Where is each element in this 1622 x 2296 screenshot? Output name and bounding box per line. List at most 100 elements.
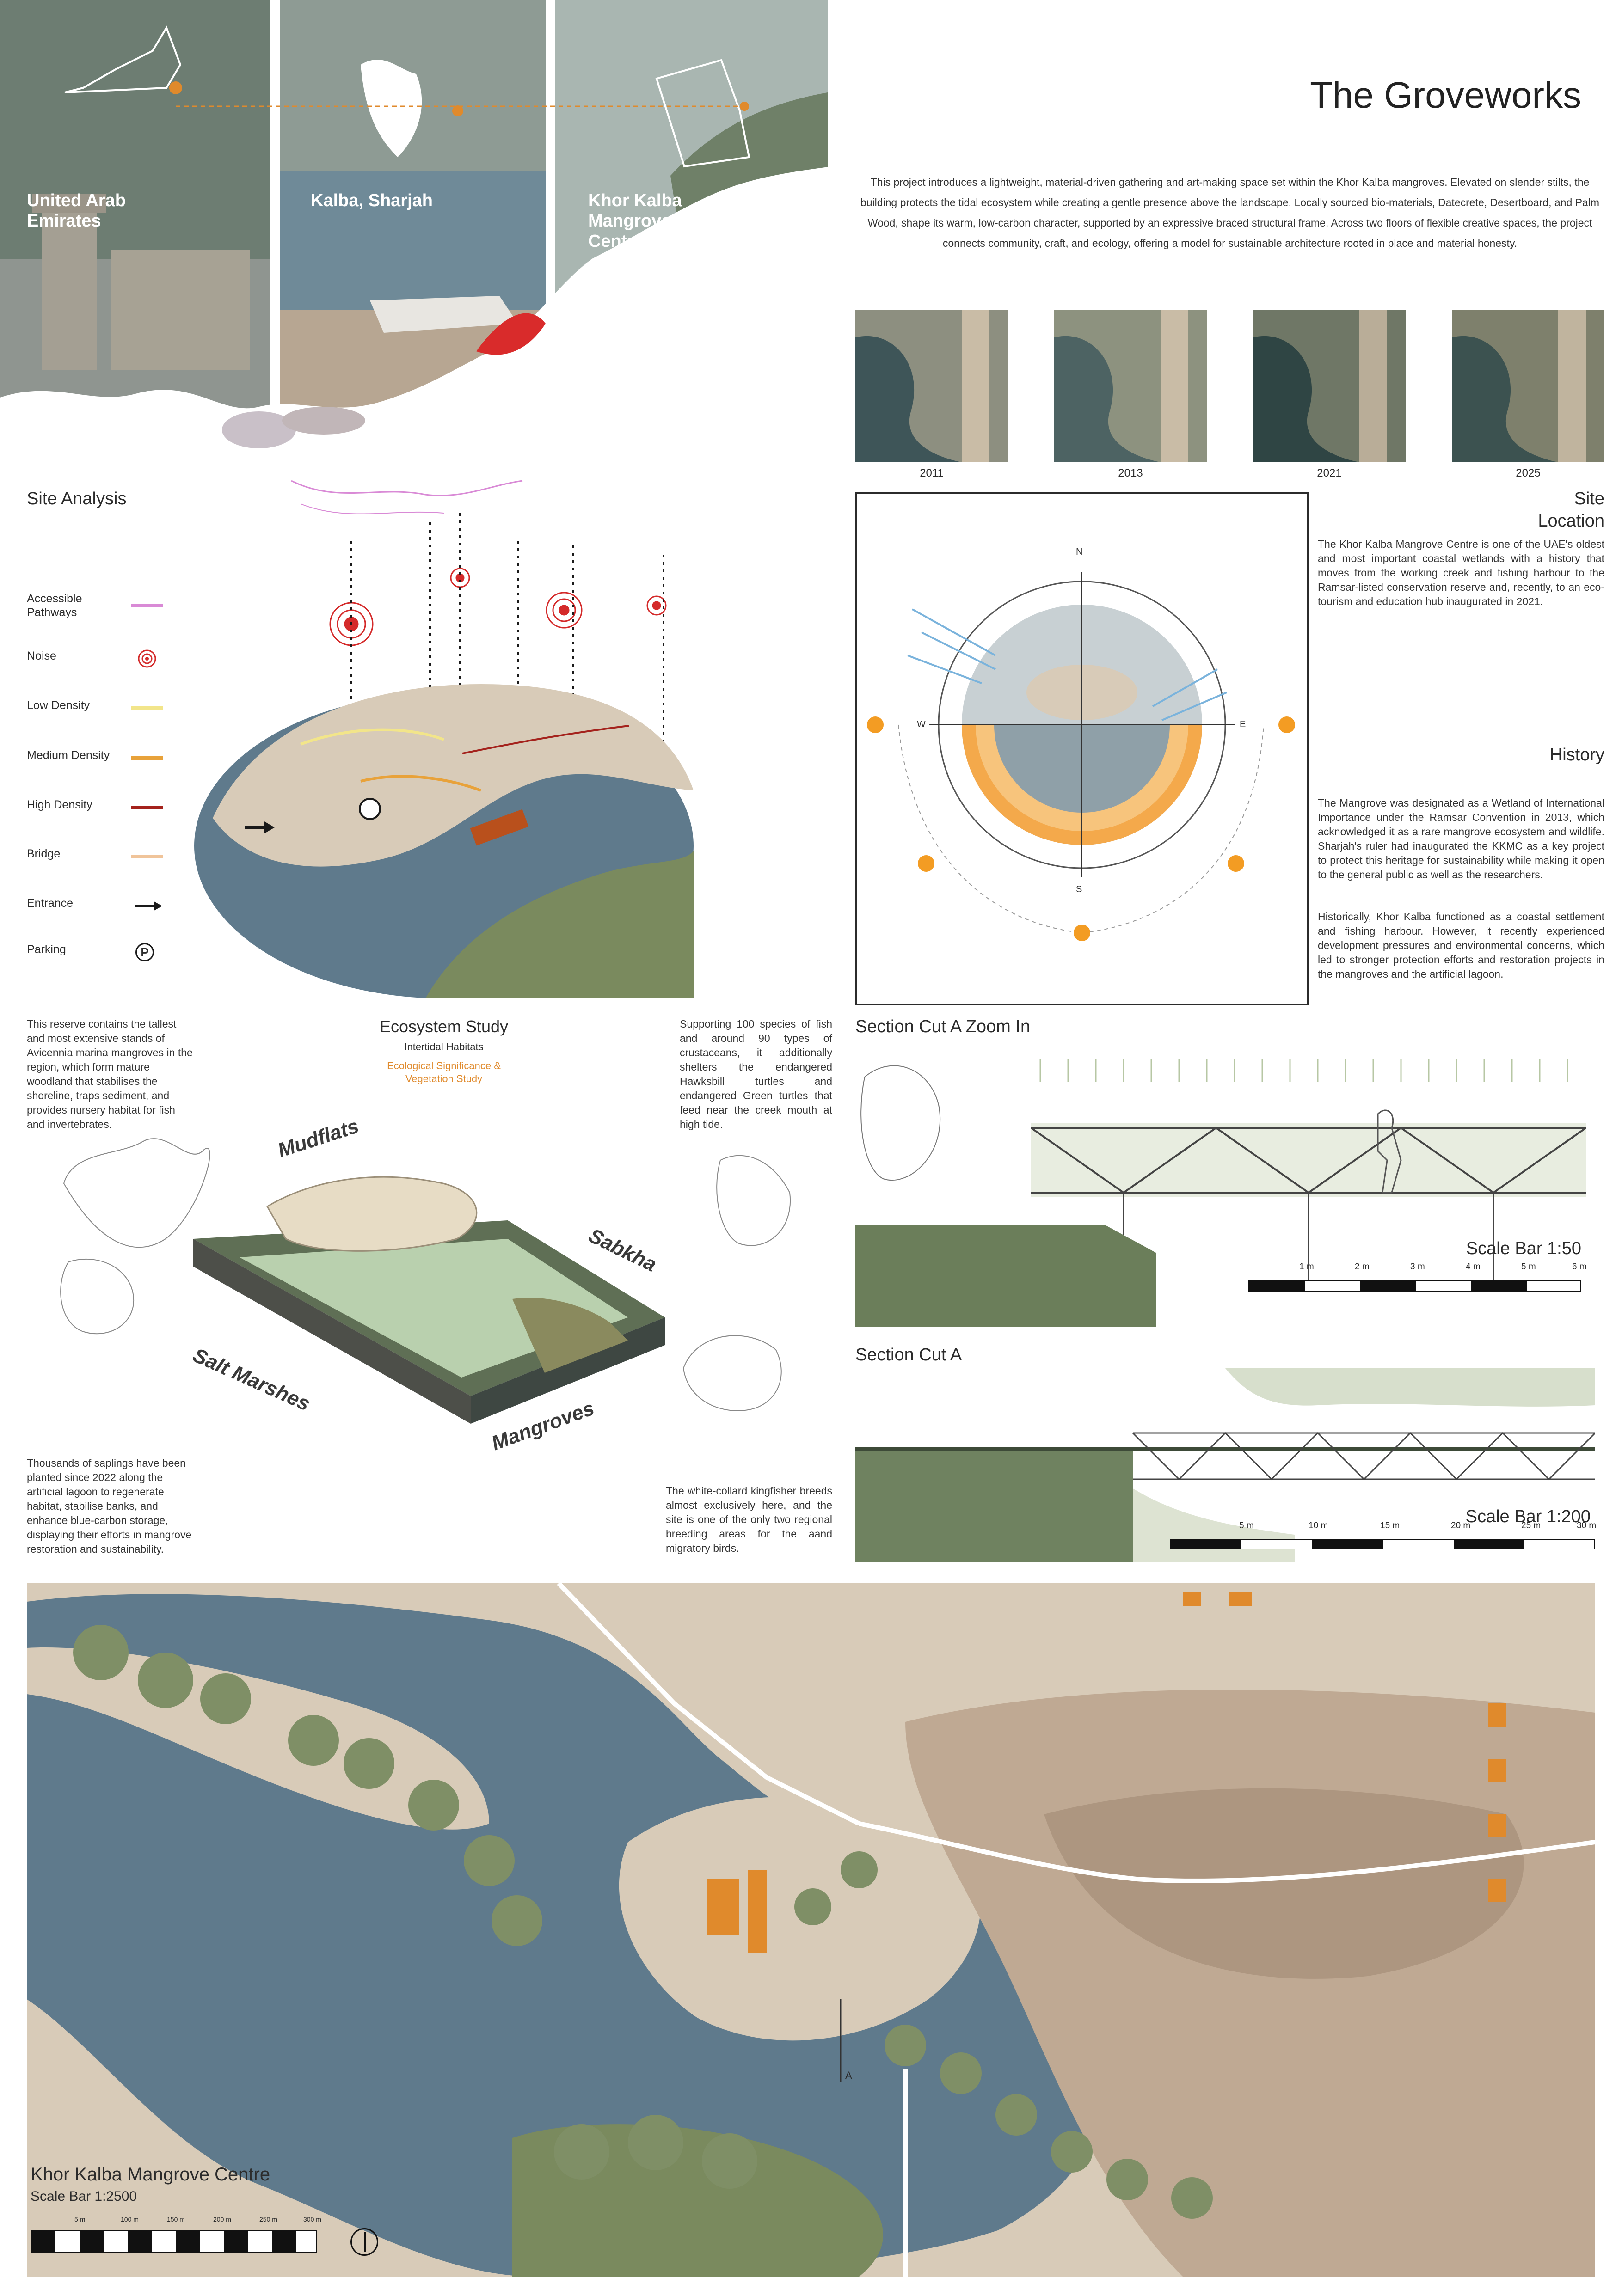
- aerial-2011: [855, 310, 1008, 462]
- history-title: History: [1549, 745, 1604, 765]
- compass-n: N: [1076, 547, 1083, 557]
- ecosystem-subtitle: Intertidal Habitats: [404, 1041, 484, 1053]
- page-title: The Groveworks: [1310, 74, 1581, 116]
- section-a-tick-6: 30 m: [1577, 1521, 1597, 1531]
- parking-marker-icon: [359, 798, 381, 820]
- legend-label: Noise: [27, 649, 56, 662]
- arrow-right-icon: [135, 901, 162, 911]
- marsh-area: [240, 1239, 628, 1378]
- legend-high-density: High Density: [27, 798, 166, 817]
- section-a-scale: Scale Bar 1:200: [1465, 1507, 1591, 1526]
- orange-buildings: [707, 1592, 1506, 1953]
- legend-low-density: Low Density: [27, 699, 166, 717]
- legend-accessible-pathways: Accessible Pathways: [27, 592, 166, 619]
- section-zoom-graphic: [855, 1040, 1586, 1327]
- plan-tick-1: 5 m: [74, 2216, 86, 2223]
- year-2013: 2013: [1118, 467, 1143, 479]
- ecosystem-text-bl: Thousands of saplings have been planted …: [27, 1457, 192, 1555]
- legend-label: Parking: [27, 943, 66, 956]
- legend-noise: Noise: [27, 649, 166, 668]
- site-land: [213, 684, 694, 867]
- boat: [370, 296, 518, 333]
- legend-label: Bridge: [27, 847, 61, 860]
- history-text-2: Historically, Khor Kalba functioned as a…: [1318, 911, 1604, 980]
- zoom-tick-2: 2 m: [1355, 1262, 1370, 1272]
- noise-icon: [138, 649, 156, 668]
- legend-parking: Parking P: [27, 943, 166, 961]
- aerial-2021: [1253, 310, 1406, 462]
- site-analysis-title: Site Analysis: [27, 489, 127, 508]
- master-plan-scale: Scale Bar 1:2500: [31, 2189, 137, 2204]
- mangrove-trees: [512, 1298, 628, 1373]
- axonometric-site: [194, 480, 694, 998]
- section-a-scalebar: 5 m 10 m 15 m 20 m 25 m 30 m: [1170, 1521, 1604, 1553]
- ecosystem-diagram: Mudflats Sabkha Salt Marshes Mangroves: [27, 1100, 836, 1470]
- zoom-tick-4: 4 m: [1466, 1262, 1481, 1272]
- strip-label-kalba: Kalba, Sharjah: [311, 191, 433, 210]
- mudflats-mound: [266, 1176, 478, 1252]
- sketch-plant-1: [63, 1138, 210, 1248]
- intro-text: This project introduces a lightweight, m…: [860, 176, 1600, 249]
- section-marker: A: [845, 2069, 852, 2081]
- year-2021: 2021: [1317, 467, 1342, 479]
- legend-label: Low Density: [27, 699, 90, 712]
- sun-icons: [867, 716, 1295, 941]
- section-a-truss: [1132, 1432, 1595, 1481]
- sun-path-diagram: [867, 572, 1295, 941]
- parking-icon: P: [135, 943, 154, 961]
- legend-label: Accessible Pathways: [27, 592, 82, 619]
- sharjah-map: [361, 60, 422, 157]
- section-zoom-drawing: Scale Bar 1:50: [855, 1040, 1586, 1327]
- section-zoom-scale: Scale Bar 1:50: [1466, 1239, 1581, 1258]
- history-text-1: The Mangrove was designated as a Wetland…: [1318, 797, 1604, 881]
- wind-arrows: [907, 608, 1227, 721]
- ground-section: [855, 1225, 1156, 1327]
- plan-tick-5: 250 m: [259, 2216, 277, 2223]
- section-zoom-scalebar: 1 m 2 m 3 m 4 m 5 m 6 m: [1248, 1262, 1591, 1294]
- truss-frame: [1030, 1127, 1586, 1280]
- year-2011: 2011: [920, 467, 944, 479]
- parking-symbol: P: [141, 945, 149, 959]
- year-2025: 2025: [1516, 467, 1541, 479]
- ecosystem-subtitle-2: Ecological Significance & Vegetation Stu…: [387, 1060, 501, 1084]
- legend-bridge: Bridge: [27, 847, 166, 866]
- section-ground: [855, 1447, 1133, 1562]
- roads: [557, 1583, 1595, 2277]
- site-location-title-1: Site: [1574, 489, 1604, 508]
- section-a-tick-4: 20 m: [1451, 1521, 1471, 1531]
- site-location-box: N S E W: [855, 492, 1309, 1005]
- ecosystem-block: [60, 1138, 791, 1424]
- master-plan: A Khor Kalba Mangrove Centre Scale Bar 1…: [27, 1583, 1595, 2277]
- legend-medium-density: Medium Density: [27, 749, 166, 767]
- site-location-title-2: Location: [1538, 511, 1604, 531]
- legend-label: High Density: [27, 798, 92, 811]
- legend-label: Entrance: [27, 897, 74, 910]
- compass-e: E: [1240, 719, 1246, 729]
- site-location-text: The Khor Kalba Mangrove Centre is one of…: [1318, 538, 1604, 607]
- section-a-drawing: Scale Bar 1:200: [855, 1368, 1595, 1562]
- zoom-tick-5: 5 m: [1521, 1262, 1536, 1272]
- compass-w: W: [917, 719, 926, 729]
- master-plan-title: Khor Kalba Mangrove Centre: [31, 2164, 270, 2185]
- aerial-2013: [1054, 310, 1207, 462]
- master-plan-map: [27, 1583, 1595, 2277]
- pathways-sketch: [291, 480, 523, 496]
- plan-tick-3: 150 m: [167, 2216, 185, 2223]
- strips-graphic: [0, 0, 832, 462]
- north-arrow-icon: [350, 2228, 378, 2256]
- timeline-images: [855, 310, 1604, 462]
- section-zoom-title: Section Cut A Zoom In: [855, 1017, 1031, 1036]
- ecosystem-text-tr: Supporting 100 species of fish and aroun…: [680, 1018, 832, 1130]
- building-block: [470, 809, 529, 846]
- compass-s: S: [1076, 884, 1082, 894]
- uae-map-outline: [64, 25, 182, 93]
- site-analysis-diagram: [185, 467, 717, 998]
- sketch-plant-2: [716, 1155, 791, 1246]
- ecosystem-title: Ecosystem Study: [379, 1017, 509, 1036]
- noise-rings: [329, 568, 667, 646]
- zoom-tick-1: 1 m: [1299, 1262, 1314, 1272]
- section-a-title: Section Cut A: [855, 1345, 962, 1365]
- strip-label-khor-kalba: Khor Kalba Mangrove Centre: [588, 191, 682, 251]
- ecosystem-text-tl: This reserve contains the tallest and mo…: [27, 1018, 193, 1130]
- fort-tower: [42, 203, 97, 370]
